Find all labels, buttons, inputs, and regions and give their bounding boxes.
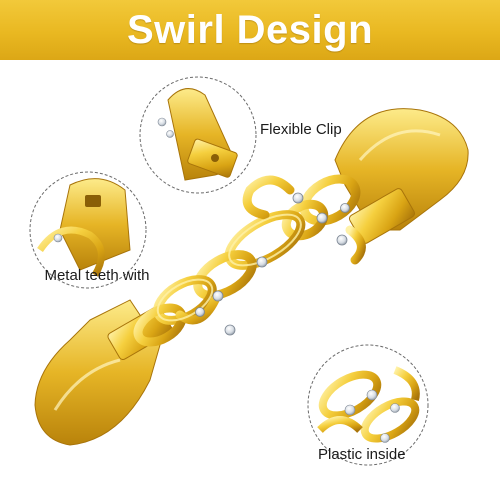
callout-flexible-clip xyxy=(139,76,257,194)
label-metal-teeth: Metal teeth with xyxy=(44,267,150,284)
callout-metal-teeth xyxy=(29,171,147,289)
top-right-clip xyxy=(334,108,469,244)
banner-title: Swirl Design xyxy=(126,8,374,52)
filigree-highlights xyxy=(156,213,302,322)
label-flexible-clip: Flexible Clip xyxy=(260,121,342,138)
bottom-left-clip xyxy=(34,299,173,446)
title-banner xyxy=(0,0,500,60)
callout-plastic-inside xyxy=(307,344,429,466)
label-plastic-inside: Plastic inside xyxy=(318,446,406,463)
swirl-filigree-chain xyxy=(133,174,366,347)
rhinestones xyxy=(195,192,350,336)
